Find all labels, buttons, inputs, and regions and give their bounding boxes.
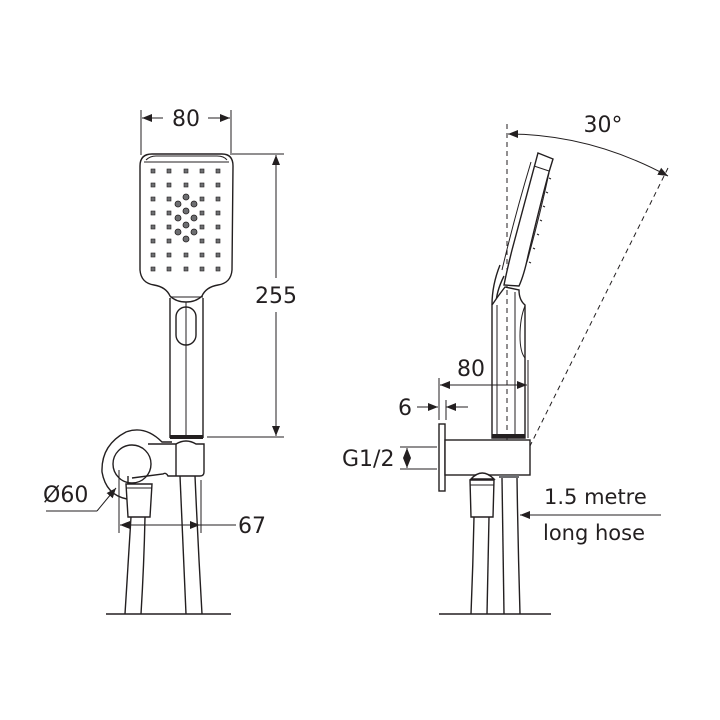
wall-bracket-front (101, 429, 205, 500)
depth-dimension: 80 (438, 357, 529, 438)
thread-label: G1/2 (342, 447, 394, 472)
width-label: 80 (172, 107, 200, 132)
angle-dimension: 30° (507, 113, 669, 177)
angle-label: 30° (584, 113, 623, 138)
handle-ring-side (492, 434, 525, 438)
flange-label: 6 (398, 396, 412, 421)
handle-ring (170, 435, 203, 439)
hose-callout: 1.5 metre long hose (520, 485, 661, 545)
hose-label-line1: 1.5 metre (544, 485, 647, 509)
handle-side (491, 286, 526, 440)
bracket-body (444, 439, 531, 476)
height-dimension: 255 (207, 153, 297, 438)
width-dimension: 80 (140, 107, 232, 155)
wall-flange (438, 423, 446, 492)
thread-dimension: G1/2 (342, 446, 437, 472)
height-label: 255 (255, 284, 297, 309)
shower-head-side (491, 152, 554, 306)
diameter-label: Ø60 (43, 483, 88, 508)
projection-dimension: 67 (118, 470, 266, 539)
nozzle-dots (150, 168, 221, 272)
nozzle-grid (150, 168, 221, 272)
projection-label: 67 (238, 514, 266, 539)
hoses-side (439, 477, 551, 615)
handle-front (169, 296, 204, 439)
hoses-front (106, 475, 231, 615)
front-view: 80 255 (43, 107, 297, 615)
angled-axis-line (528, 167, 669, 449)
diameter-dimension: Ø60 (43, 483, 117, 512)
wall-bracket-side (438, 423, 531, 492)
depth-label: 80 (457, 357, 485, 382)
hose-nut-side (469, 479, 495, 518)
flange-dimension: 6 (398, 396, 468, 421)
center-nozzles (174, 193, 198, 243)
side-view: 30° (342, 113, 669, 615)
hose-label-line2: long hose (543, 521, 645, 545)
hose-nut-front (125, 483, 153, 518)
side-nozzle-ticks (528, 177, 552, 264)
